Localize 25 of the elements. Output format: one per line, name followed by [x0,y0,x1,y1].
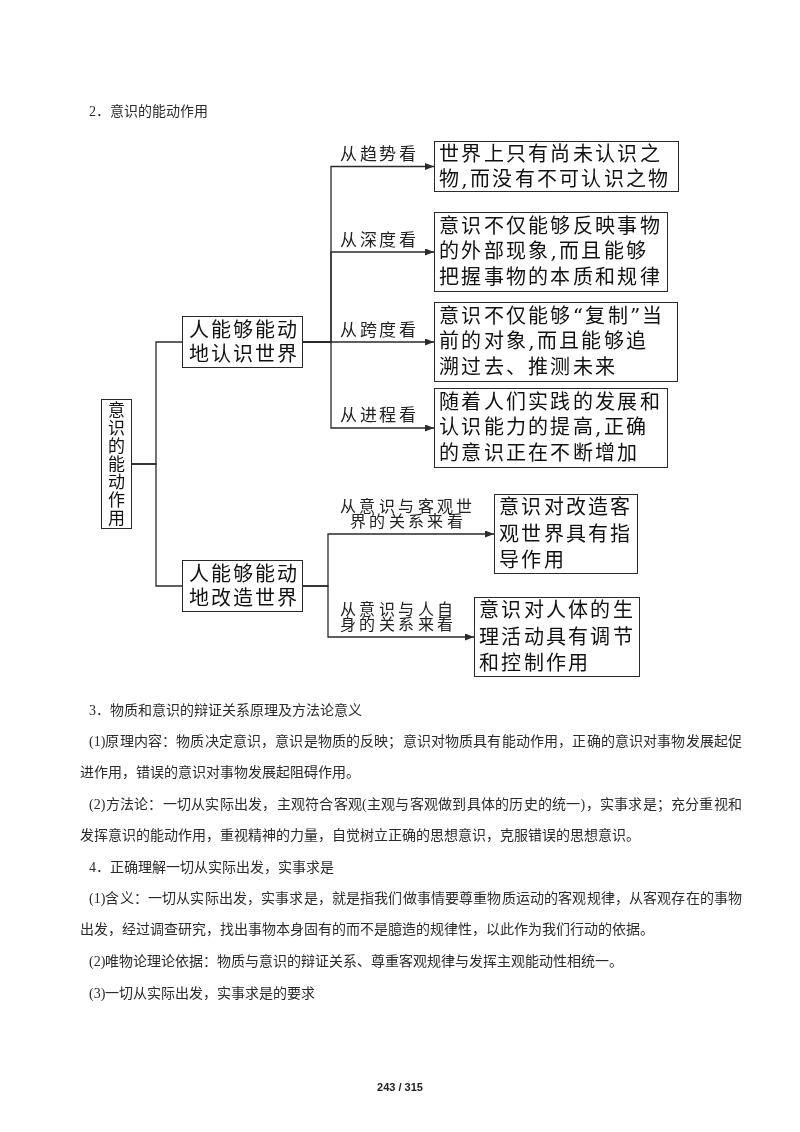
description-box: 意识不仅能够“复制”当前的对象,而且能够追溯过去、推测未来 [434,302,678,382]
branch-box: 人能够能动地改造世界 [182,560,303,612]
topic-box: 意识的能动作用 [101,399,132,529]
branch-box: 人能够能动地认识世界 [182,316,303,368]
edge-label: 从跨度看 [340,320,418,340]
paragraph: (2)方法论：一切从实际出发，主观符合客观(主观与客观做到具体的历史的统一)，实事求是；充分重视和发挥意识的能动作用，重视精神的力量，自觉树立正确的思想意识，克服错误的思想意识。 [80,795,742,845]
description-box: 随着人们实践的发展和认识能力的提高,正确的意识正在不断增加 [434,388,668,468]
description-box: 意识不仅能够反映事物的外部现象,而且能够把握事物的本质和规律 [434,212,668,292]
edge-label: 从进程看 [340,405,418,425]
arrow [302,585,475,641]
arrow [302,341,435,432]
description-box: 意识对改造客观世界具有指导作用 [494,494,638,574]
paragraph: (1)原理内容：物质决定意识，意识是物质的反映；意识对物质具有能动作用，正确的意识对事物发展起促进作用，错误的意识对事物发展起阻碍作用。 [80,732,742,782]
paragraph: (1)含义：一切从实际出发，实事求是，就是指我们做事情要尊重物质运动的客观规律，从客观存在的事物出发，经过调查研究，找出事物本身固有的而不是臆造的规律性，以此作为我们行动的依据。 [80,889,742,939]
paragraph: (2)唯物论理论依据：物质与意识的辩证关系、尊重客观规律与发挥主观能动性相统一。 [89,952,624,971]
edge-label: 从趋势看 [340,144,418,164]
section-heading: 3．物质和意识的辩证关系原理及方法论意义 [89,701,362,720]
paragraph: (3)一切从实际出发，实事求是的要求 [89,984,316,1003]
edge-label: 从深度看 [340,230,418,250]
section-heading: 4．正确理解一切从实际出发，实事求是 [89,858,334,877]
page-number: 243 / 315 [377,1080,423,1095]
description-box: 意识对人体的生理活动具有调节和控制作用 [474,597,640,677]
connector-line [131,463,183,587]
section-heading: 2．意识的能动作用 [89,102,208,121]
description-box: 世界上只有尚未认识之物,而没有不可认识之物 [434,141,679,192]
